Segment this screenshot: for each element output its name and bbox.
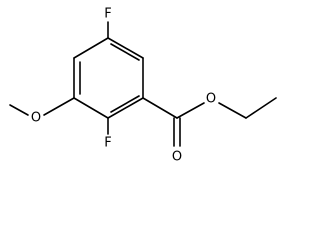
ring-bond-c1-c2 [107, 37, 144, 59]
carbonyl-oxygen-label: O [172, 150, 182, 165]
ring-bond-c1-c2-inner [110, 43, 140, 61]
bond-c5-oxygen [43, 97, 75, 116]
bond-c3-carbonyl-carbon [142, 97, 178, 119]
bond-oxygen-methyl [9, 104, 29, 116]
ring-bond-c6-c1 [73, 37, 109, 59]
ester-oxygen-label: O [206, 92, 216, 107]
benzene-ring [73, 37, 144, 119]
bond-ch2-ch3 [245, 97, 277, 119]
fluorine-label-top: F [104, 7, 111, 22]
bond-carbonyl-ester-oxygen [176, 102, 205, 119]
chemical-structure: F O F O O [9, 7, 277, 165]
methoxy-oxygen-label: O [31, 111, 41, 126]
fluorine-label-bottom: F [104, 136, 111, 151]
ring-bond-c4-c5 [73, 97, 109, 119]
bond-ester-oxygen-ch2 [218, 102, 247, 119]
ring-bond-c3-c4 [107, 97, 144, 119]
ring-bond-c3-c4-inner [110, 95, 140, 113]
